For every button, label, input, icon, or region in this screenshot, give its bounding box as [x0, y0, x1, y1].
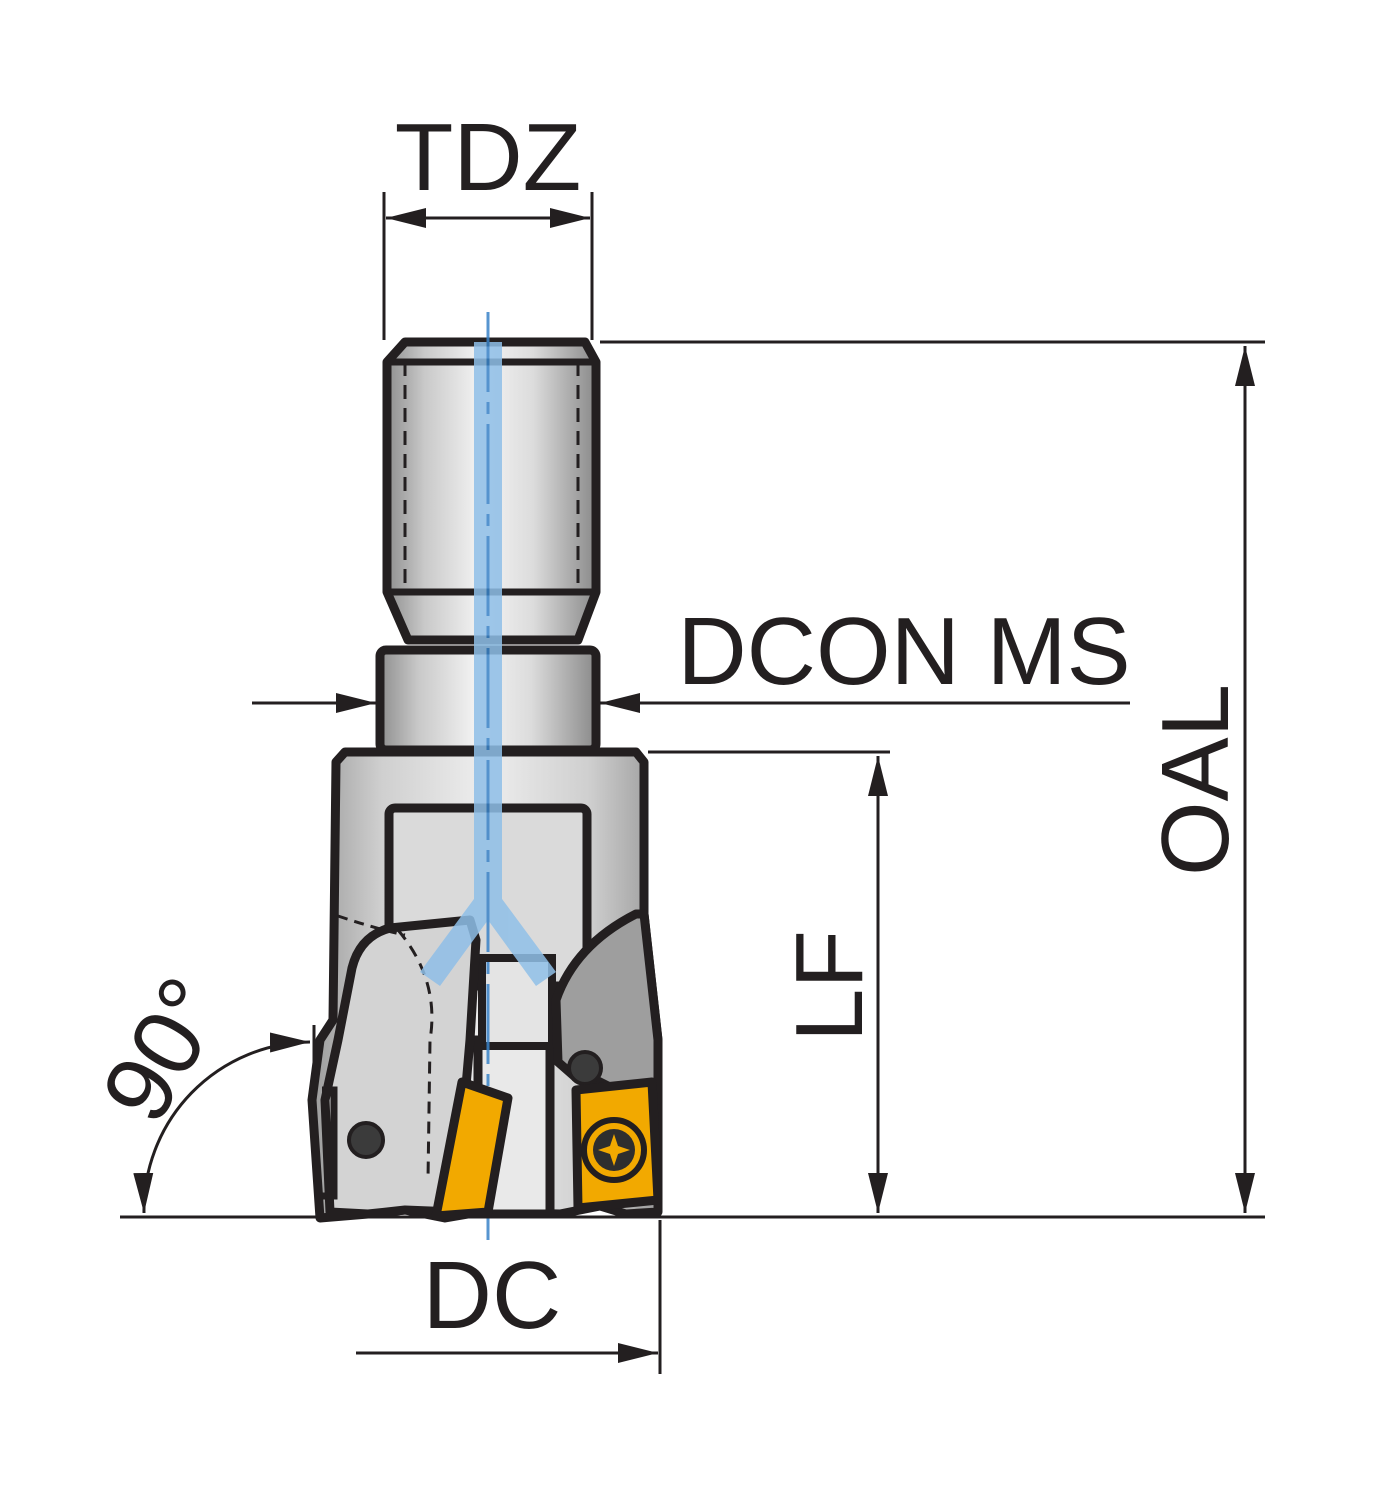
label-dc: DC — [423, 1242, 562, 1349]
label-dcon-ms: DCON MS — [677, 598, 1130, 705]
label-oal: OAL — [1142, 684, 1249, 876]
label-angle: 90° — [81, 960, 246, 1139]
coolant-channels — [420, 312, 556, 1240]
insert-left — [431, 1077, 513, 1221]
label-lf: LF — [776, 930, 883, 1042]
insert-right — [571, 1077, 663, 1213]
dimension-lines — [120, 192, 1265, 1374]
label-tdz: TDZ — [395, 104, 582, 211]
